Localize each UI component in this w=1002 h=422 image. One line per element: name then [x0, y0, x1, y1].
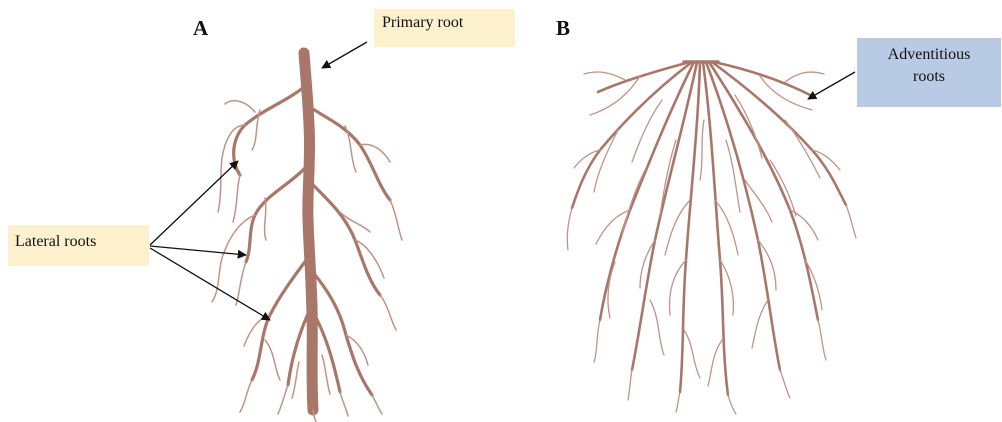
label-arrows: [150, 42, 855, 320]
primary-root-label-text: Primary root: [382, 14, 463, 31]
adventitious-roots-fine: [567, 72, 856, 414]
lateral-roots-label: Lateral roots: [8, 225, 149, 266]
fibrous-root-system: [567, 62, 856, 414]
panel-a-label: A: [193, 16, 208, 41]
lateral-roots-label-text: Lateral roots: [15, 233, 96, 250]
primary-root-arrow: [322, 42, 367, 68]
adventitious-roots-label-line1: Adventitious: [857, 44, 1001, 66]
adventitious-roots-arrow: [808, 72, 855, 99]
primary-root-label: Primary root: [374, 9, 515, 47]
taproot-system: [212, 53, 402, 422]
lateral-root-arrow-middle: [150, 246, 246, 255]
lateral-root-arrow-lower: [150, 248, 270, 320]
adventitious-roots-label: Adventitious roots: [857, 38, 1001, 107]
adventitious-roots-major: [572, 62, 846, 395]
lateral-root-arrow-upper: [150, 161, 238, 245]
adventitious-roots-label-line2: roots: [857, 66, 1001, 88]
panel-b-label: B: [556, 16, 570, 41]
